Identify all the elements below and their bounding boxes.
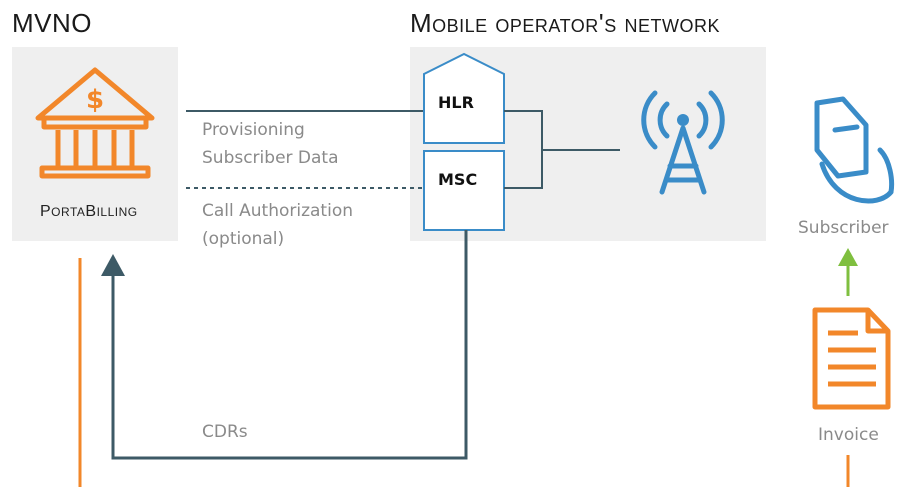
operator-network-title: Mobile operator's network xyxy=(410,8,720,38)
mvno-title: MVNO xyxy=(12,8,92,38)
bank-dollar-icon xyxy=(35,67,155,179)
msc-node xyxy=(423,150,505,231)
phone-user-icon xyxy=(814,96,895,204)
cdrs-label: CDRs xyxy=(202,422,248,442)
green-arrow-head xyxy=(838,248,858,266)
dollar-sign-icon: $ xyxy=(86,85,104,115)
invoice-label: Invoice xyxy=(818,425,879,445)
radio-tower-icon xyxy=(641,90,725,195)
hlr-label: HLR xyxy=(438,93,474,112)
provisioning-label: Provisioning Subscriber Data xyxy=(202,120,339,168)
node-bracket xyxy=(504,110,543,189)
subscriber-label: Subscriber xyxy=(798,218,889,238)
call-authorization-label: Call Authorization (optional) xyxy=(202,201,353,249)
hlr-node xyxy=(423,52,505,144)
msc-label: MSC xyxy=(438,170,478,189)
portabilling-label: PORTABILLING xyxy=(40,203,138,220)
document-icon xyxy=(812,307,891,410)
cdr-arrow-head xyxy=(101,254,125,276)
cdr-path xyxy=(111,230,468,460)
